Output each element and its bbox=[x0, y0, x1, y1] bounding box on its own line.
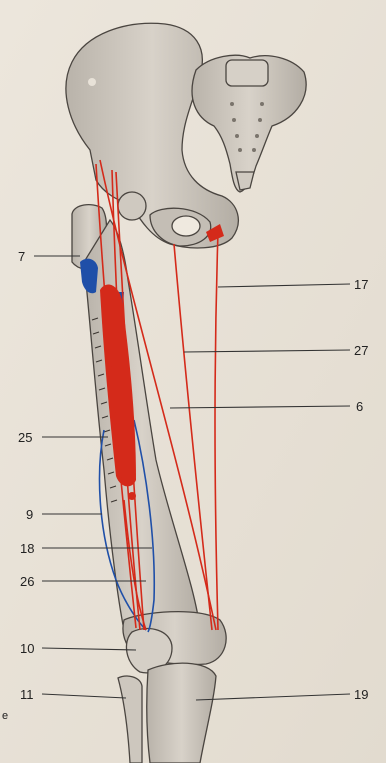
label-27: 27 bbox=[354, 343, 368, 358]
label-7: 7 bbox=[18, 249, 25, 264]
femoral-head bbox=[118, 192, 146, 220]
label-18: 18 bbox=[20, 541, 34, 556]
label-25: 25 bbox=[18, 430, 32, 445]
label-6: 6 bbox=[356, 399, 363, 414]
label-edge-e: e bbox=[2, 710, 8, 722]
label-9: 9 bbox=[26, 507, 33, 522]
lumbar-vertebra bbox=[226, 60, 268, 86]
obturator-foramen bbox=[172, 216, 200, 236]
label-19: 19 bbox=[354, 687, 368, 702]
label-17: 17 bbox=[354, 277, 368, 292]
label-26: 26 bbox=[20, 574, 34, 589]
label-11: 11 bbox=[20, 687, 34, 702]
label-10: 10 bbox=[20, 641, 34, 656]
